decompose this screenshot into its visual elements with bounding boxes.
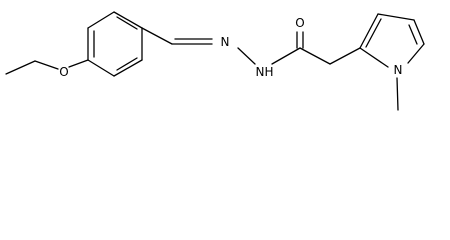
bond-ring-ch bbox=[141, 27, 173, 45]
pyrrole-bond-5 bbox=[359, 47, 389, 68]
bond-co-ch2 bbox=[299, 47, 331, 65]
pyrrole-ring bbox=[359, 13, 425, 111]
bond-o-ring bbox=[68, 59, 89, 68]
ring-bond-6 bbox=[87, 59, 115, 77]
molecule-diagram: O N N H O N bbox=[5, 11, 425, 111]
ring-inner-bond-2 bbox=[116, 16, 138, 30]
bond-nh-co bbox=[271, 47, 301, 65]
pyrrole-bond-3 bbox=[413, 19, 425, 45]
amide-hydrogen-label: H bbox=[264, 65, 273, 79]
bond-ch2-o bbox=[34, 60, 59, 70]
nitrogen-imine-label: N bbox=[221, 35, 230, 49]
bond-n-nh bbox=[237, 47, 256, 65]
pyrrole-bond-1 bbox=[359, 13, 379, 49]
oxygen-carbonyl-label: O bbox=[295, 16, 304, 30]
ethyl-group bbox=[5, 59, 89, 75]
pyrrole-inner-bond-2 bbox=[408, 24, 418, 45]
atom-labels: O N N H O N bbox=[59, 16, 402, 79]
hydrazone-chain bbox=[141, 27, 361, 65]
bond-ch2-pyrrole bbox=[329, 47, 361, 65]
oxygen-ether-label: O bbox=[59, 65, 68, 79]
ring-bond-3 bbox=[113, 11, 143, 29]
ring-bond-5 bbox=[113, 59, 143, 77]
bond-n-methyl bbox=[396, 77, 399, 111]
ring-bond-2 bbox=[87, 11, 115, 29]
nitrogen-amide-label: N bbox=[256, 65, 265, 79]
pyrrole-bond-4 bbox=[407, 43, 425, 64]
pyrrole-inner-bond-1 bbox=[365, 18, 382, 48]
ring-inner-bond-3 bbox=[116, 57, 138, 71]
benzene-ring bbox=[87, 11, 143, 77]
bond-ch3-ch2 bbox=[5, 60, 36, 75]
nitrogen-pyrrole-label: N bbox=[394, 63, 403, 77]
pyrrole-bond-2 bbox=[377, 13, 415, 21]
